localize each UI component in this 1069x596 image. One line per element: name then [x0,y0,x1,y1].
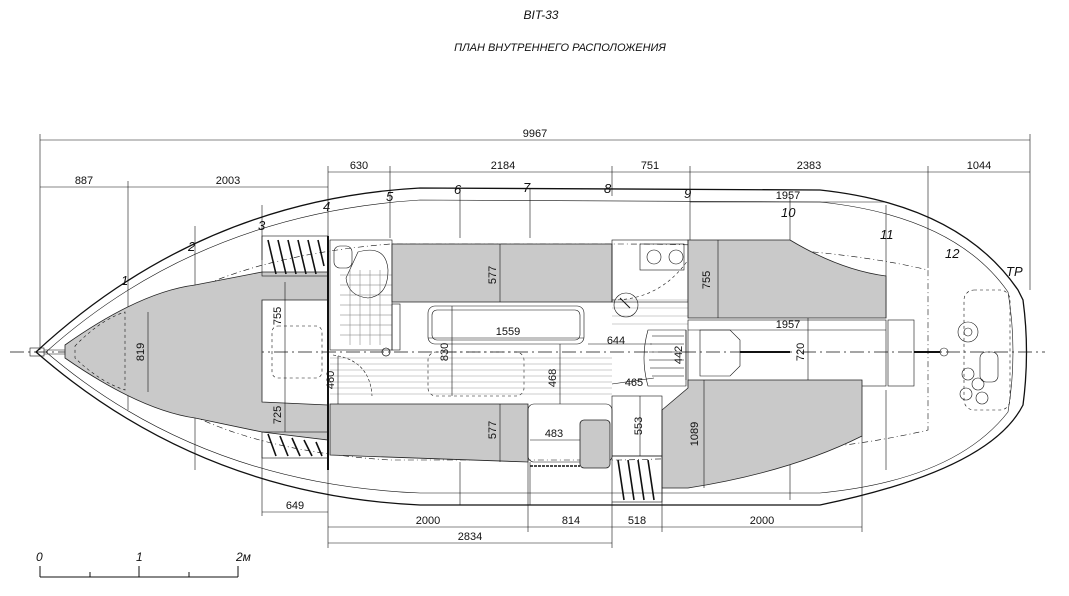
aft-berth-port [687,239,887,319]
dim-577-top: 577 [487,266,499,284]
dim-819: 819 [135,343,147,361]
dim-2184: 2184 [491,160,515,172]
dim-483: 483 [545,428,563,440]
plan-title: ПЛАН ВНУТРЕННЕГО РАСПОЛОЖЕНИЯ [454,42,666,54]
dim-1559: 1559 [496,326,520,338]
bottom-dimensions [261,436,863,548]
frame-label-2: 2 [187,239,196,254]
dim-644: 644 [607,335,625,347]
dim-755-fwd: 755 [272,307,284,325]
dim-2000-fwd: 2000 [416,515,440,527]
dim-1089: 1089 [689,422,701,446]
dim-649: 649 [286,500,304,512]
scale-label-0: 0 [36,550,43,564]
dim-1957-top: 1957 [776,190,800,202]
frame-label-10: 10 [781,205,796,220]
dim-1044: 1044 [967,160,991,172]
steering-gear [957,289,1011,411]
dim-814: 814 [562,515,580,527]
dim-630: 630 [350,160,368,172]
forward-locker-top [261,235,329,277]
dim-465: 465 [625,377,643,389]
mast-step [381,347,391,357]
dim-overall: 9967 [523,128,547,140]
dim-2383: 2383 [797,160,821,172]
top-dimensions [39,134,1031,350]
dim-720: 720 [795,343,807,361]
frame-label-1: 1 [121,273,128,288]
scale-label-2m: 2м [235,550,251,564]
interior-dimension-lines [428,329,886,441]
dim-2834: 2834 [458,531,482,543]
dim-1957-mid: 1957 [776,319,800,331]
dim-2003: 2003 [216,175,240,187]
head-compartment [329,239,393,397]
dim-2000-aft: 2000 [750,515,774,527]
frame-numbers: 1 2 3 4 5 6 7 8 9 10 11 12 ТР [121,180,1023,288]
dim-725: 725 [272,406,284,424]
dim-518: 518 [628,515,646,527]
frame-label-6: 6 [454,182,462,197]
dim-887: 887 [75,175,93,187]
dim-460: 460 [325,371,337,389]
companionway [611,259,689,387]
frame-label-8: 8 [604,181,612,196]
v-berth [64,271,329,441]
dim-553: 553 [633,417,645,435]
quarter-locker [611,395,663,503]
dim-468: 468 [547,369,559,387]
frame-label-12: 12 [945,246,960,261]
frame-label-5: 5 [386,189,394,204]
nav-station [527,403,613,469]
frame-label-tp: ТР [1006,264,1023,279]
dim-755-aft: 755 [701,271,713,289]
aft-berth-starboard [661,379,863,489]
saloon-settee-port [391,243,613,303]
galley [611,239,689,318]
scale-label-1: 1 [136,550,143,564]
rudder-stock [887,319,949,387]
frame-label-9: 9 [684,186,691,201]
frame-label-11: 11 [880,227,894,242]
saloon-table [391,303,585,397]
dim-577-bottom: 577 [487,421,499,439]
frame-label-4: 4 [323,199,330,214]
cabin-sole [330,299,688,395]
model-title: BIT-33 [524,8,559,22]
dim-830: 830 [439,343,451,361]
frame-stations [127,188,887,505]
dim-751: 751 [641,160,659,172]
frame-label-7: 7 [523,180,531,195]
scale-bar: 0 1 2м [36,550,251,578]
vertical-dimension-lines [147,240,809,488]
frame-label-3: 3 [258,218,266,233]
dim-442: 442 [673,346,685,364]
